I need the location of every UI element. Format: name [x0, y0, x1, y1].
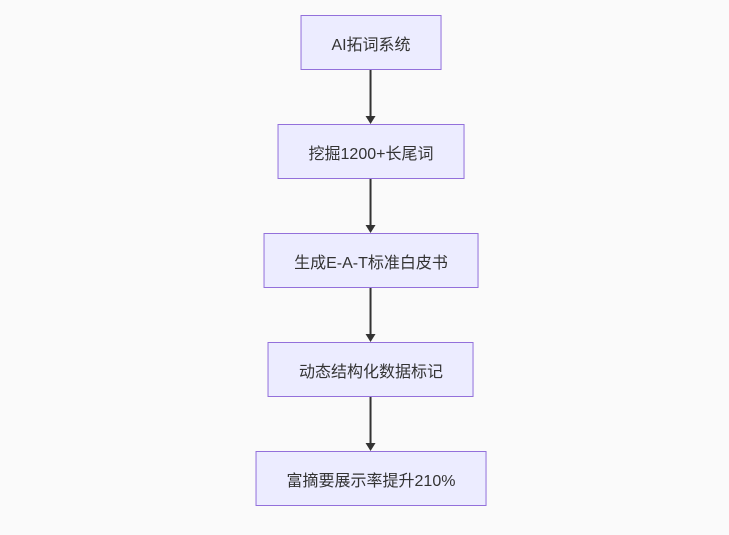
flow-edge-b-c	[366, 179, 376, 233]
flow-edge-c-d	[366, 288, 376, 342]
edge-line	[370, 179, 372, 225]
edge-line	[370, 70, 372, 116]
flow-edge-d-e	[366, 397, 376, 451]
flow-node-rich-snippet-result: 富摘要展示率提升210%	[255, 451, 487, 506]
flow-node-label: 挖掘1200+长尾词	[308, 145, 434, 163]
edge-line	[370, 288, 372, 334]
arrow-down-icon	[366, 225, 376, 233]
flow-node-longtail-mining: 挖掘1200+长尾词	[277, 124, 465, 179]
flow-node-ai-keyword-system: AI拓词系统	[300, 15, 442, 70]
flow-node-label: 生成E-A-T标准白皮书	[294, 254, 448, 272]
flow-node-label: 动态结构化数据标记	[298, 363, 443, 381]
flow-edge-a-b	[366, 70, 376, 124]
arrow-down-icon	[366, 116, 376, 124]
flow-node-label: AI拓词系统	[331, 36, 411, 54]
arrow-down-icon	[366, 443, 376, 451]
flow-node-eat-whitepaper: 生成E-A-T标准白皮书	[263, 233, 479, 288]
flowchart: AI拓词系统 挖掘1200+长尾词 生成E-A-T标准白皮书 动态结构化数据标记	[255, 15, 487, 506]
flow-node-structured-data-markup: 动态结构化数据标记	[267, 342, 474, 397]
flow-node-label: 富摘要展示率提升210%	[286, 472, 456, 490]
arrow-down-icon	[366, 334, 376, 342]
edge-line	[370, 397, 372, 443]
